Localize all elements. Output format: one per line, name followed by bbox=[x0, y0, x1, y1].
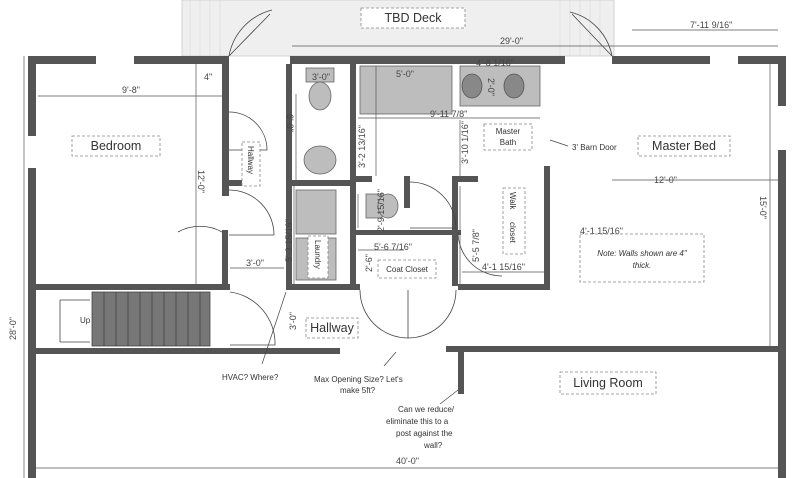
half-bath-toilet bbox=[377, 193, 399, 219]
living-room-label-box bbox=[559, 371, 657, 395]
dimension-lines bbox=[23, 29, 778, 478]
walk-in-label-line1: Walk bbox=[508, 192, 517, 210]
dim-2-9: 2'-9 15/16" bbox=[376, 189, 386, 232]
master-bath-label-box bbox=[483, 123, 533, 151]
dim-3-0-left: 3'-0" bbox=[246, 258, 264, 268]
dim-15-0: 15'-0" bbox=[758, 196, 768, 219]
master-bath-label-line2: Bath bbox=[500, 138, 516, 147]
annotations: 3' Barn Door Note: Walls shown are 4" th… bbox=[222, 139, 705, 450]
stairs-up-label: Up bbox=[80, 316, 91, 325]
washer bbox=[295, 189, 337, 235]
dim-3-0-top: 3'-0" bbox=[312, 72, 330, 82]
dimension-labels: 29'-0" 7'-11 9/16" 9'-8" 4" 3'-0" 5'-0" … bbox=[8, 20, 768, 466]
walls-note-line1: Note: Walls shown are 4" bbox=[597, 249, 688, 258]
hvac-note: HVAC? Where? bbox=[222, 373, 279, 382]
vanity-sink-left bbox=[461, 73, 483, 99]
dim-28-0: 28'-0" bbox=[8, 317, 18, 340]
coat-closet-label-box bbox=[377, 259, 437, 279]
dim-7-11: 7'-11 9/16" bbox=[690, 20, 732, 30]
dim-6-0: 6'-0" bbox=[285, 114, 295, 132]
toilet bbox=[308, 81, 332, 111]
master-bath-label-line1: Master bbox=[496, 127, 521, 136]
dim-5-0: 5'-0" bbox=[396, 69, 414, 79]
hallway-upper-label: Hallway bbox=[246, 146, 255, 174]
dim-5-3: 5'-3 15/16" bbox=[284, 219, 294, 262]
reduce-note-line2: eliminate this to a bbox=[386, 417, 449, 426]
dim-29-0: 29'-0" bbox=[500, 36, 523, 46]
dim-40-0: 40'-0" bbox=[396, 456, 419, 466]
laundry-label-box bbox=[307, 235, 329, 279]
dim-2-6: 2'-6" bbox=[364, 254, 374, 272]
dim-12-left: 12'-0" bbox=[196, 170, 206, 193]
dim-5-6: 5'-6 7/16" bbox=[374, 242, 412, 252]
opening-note-line1: Max Opening Size? Let's bbox=[314, 375, 403, 384]
bedroom-label-box bbox=[71, 135, 161, 157]
dim-4in: 4" bbox=[204, 72, 212, 82]
dim-3-0-hall: 3'-0" bbox=[288, 312, 298, 330]
dim-12-right: 12'-0" bbox=[654, 175, 677, 185]
coat-closet-label: Coat Closet bbox=[386, 265, 429, 274]
reduce-note-line1: Can we reduce/ bbox=[398, 405, 455, 414]
living-room-label: Living Room bbox=[573, 376, 642, 390]
deck-label: TBD Deck bbox=[385, 11, 443, 25]
dim-3-10: 3'-10 1/16" bbox=[460, 121, 470, 164]
reduce-note-line4: wall? bbox=[423, 441, 443, 450]
walk-in-label-line2: closet bbox=[508, 222, 517, 244]
bedroom-label: Bedroom bbox=[91, 139, 142, 153]
barn-door-note: 3' Barn Door bbox=[572, 143, 617, 152]
shower bbox=[359, 65, 453, 115]
master-bed-label-box bbox=[637, 135, 731, 157]
master-bed-label: Master Bed bbox=[652, 139, 716, 153]
dim-5-5: 5'-5 7/8" bbox=[471, 229, 481, 262]
dim-4-8: 4'-8 1/16" bbox=[476, 58, 514, 68]
exterior-walls bbox=[28, 56, 786, 478]
room-labels: Bedroom Master Bed Master Bath Hallway C… bbox=[71, 123, 731, 395]
hallway-upper-label-box bbox=[241, 141, 261, 187]
dim-4-1: 4'-1 15/16" bbox=[482, 262, 525, 272]
sink bbox=[303, 145, 337, 175]
dim-3-2: 3'-2 13/16" bbox=[357, 125, 367, 168]
deck-label-box bbox=[360, 7, 466, 29]
staircase: Up bbox=[59, 291, 211, 347]
doors bbox=[177, 9, 613, 346]
walls-note-line2: thick. bbox=[633, 261, 652, 270]
dim-2-0: 2'-0" bbox=[486, 78, 496, 96]
walls-note-box bbox=[579, 233, 705, 283]
deck: TBD Deck bbox=[181, 0, 615, 57]
hallway-lower-label: Hallway bbox=[310, 321, 355, 335]
laundry-label: Laundry bbox=[313, 240, 322, 269]
vanity-sink-right bbox=[503, 73, 525, 99]
hallway-lower-label-box bbox=[305, 317, 359, 339]
dim-9-11: 9'-11 7/8" bbox=[430, 109, 467, 119]
dim-d4-1: 4'-1 15/16" bbox=[580, 226, 623, 236]
bathroom-fixtures bbox=[303, 65, 541, 219]
dim-9-8: 9'-8" bbox=[122, 85, 140, 95]
reduce-note-line3: post against the bbox=[396, 429, 453, 438]
interior-walls bbox=[30, 56, 780, 394]
opening-note-line2: make 5ft? bbox=[340, 386, 376, 395]
walk-in-label-box bbox=[502, 187, 526, 255]
